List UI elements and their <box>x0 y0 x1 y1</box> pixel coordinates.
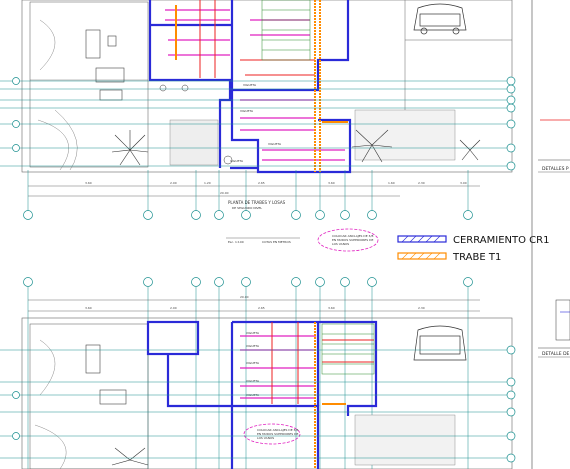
top-sofa <box>85 29 101 59</box>
plan-scale: Esc. 1:100 <box>228 240 244 244</box>
bottom-trabe-t1 <box>314 322 346 469</box>
bottom-floor-plan: VIGUETA VIGUETA VIGUETA VIGUETA VIGUETA … <box>21 317 513 469</box>
details-label-bottom: DETALLE DE <box>542 351 570 357</box>
top-left-room <box>29 1 149 168</box>
top-axis-bubbles-bottom <box>23 210 473 220</box>
bottom-cerramiento-walls <box>146 320 378 469</box>
top-garden-2 <box>354 109 456 161</box>
top-trabe-t1 <box>175 0 348 172</box>
car-icon <box>413 3 467 35</box>
svg-text:20.00: 20.00 <box>220 191 229 195</box>
toilet-icon <box>223 155 233 165</box>
top-garden-1 <box>169 119 219 166</box>
bottom-staircase <box>321 323 375 375</box>
legend-swatch-trabe <box>397 252 447 260</box>
palm-tree-icon <box>351 129 393 163</box>
bottom-horizontal-gridlines <box>0 349 512 459</box>
bottom-bed <box>99 389 127 405</box>
room-label: VIGUETA <box>246 331 260 335</box>
svg-text:3.00: 3.00 <box>460 181 467 185</box>
bottom-sofa <box>85 344 101 374</box>
svg-text:2.00: 2.00 <box>170 306 177 310</box>
palm-tree-icon <box>459 139 481 161</box>
top-axis-bubbles-left <box>12 77 20 152</box>
details-panel: DETALLES P DETALLE DE <box>531 0 570 469</box>
room-label: VIGUETA <box>243 83 257 87</box>
svg-text:LOS VANOS: LOS VANOS <box>332 242 349 246</box>
top-dimension-line <box>28 185 480 197</box>
details-label-top: DETALLES P <box>542 166 569 172</box>
detail-drawing <box>555 299 570 341</box>
svg-text:LOS VANOS: LOS VANOS <box>257 436 274 440</box>
svg-text:3.60: 3.60 <box>85 181 92 185</box>
toilet-icon <box>181 84 189 92</box>
top-horizontal-gridlines <box>0 80 512 167</box>
room-label: VIGUETA <box>246 344 260 348</box>
palm-tree-icon <box>111 130 149 166</box>
svg-text:1.20: 1.20 <box>204 181 211 185</box>
top-vertical-gridlines <box>27 170 469 215</box>
legend-swatch-cerramiento <box>397 235 447 243</box>
top-dimension-labels: 3.60 2.00 1.20 2.65 3.60 1.60 2.30 3.00 … <box>85 181 467 195</box>
top-curve-1 <box>39 19 56 71</box>
plan-title: PLANTA DE TRABES Y LOSAS <box>228 200 286 205</box>
legend-label-trabe: TRABE T1 <box>452 252 501 263</box>
bottom-axis-bubbles-right <box>506 345 516 463</box>
top-bed <box>95 67 125 83</box>
svg-text:3.60: 3.60 <box>85 306 92 310</box>
top-axis-bubbles-right <box>506 76 516 171</box>
top-table <box>107 35 117 47</box>
top-plan-title-block: PLANTA DE TRABES Y LOSAS DE SEGUNDO NIVE… <box>226 200 300 244</box>
bottom-red-beams <box>271 322 374 404</box>
svg-text:EN MUROS SUPERIORES DE: EN MUROS SUPERIORES DE <box>257 432 298 436</box>
toilet-icon <box>159 84 167 92</box>
top-curve-3 <box>54 109 78 171</box>
svg-text:3.60: 3.60 <box>328 306 335 310</box>
bottom-axis-bubbles-top <box>23 277 473 287</box>
svg-text:2.65: 2.65 <box>258 181 265 185</box>
top-floor-plan: VIGUETA VIGUETA VIGUETA VIGUETA <box>21 0 513 174</box>
bottom-dimension-labels: 20.00 3.60 2.00 2.65 3.60 2.30 <box>85 295 425 310</box>
car-icon <box>413 325 467 361</box>
room-label: VIGUETA <box>230 159 244 163</box>
revision-cloud-note: COLOCAR ANCLAJES DE 3/8 EN MUROS SUPERIO… <box>317 228 379 252</box>
room-label: VIGUETA <box>240 109 254 113</box>
svg-text:3.60: 3.60 <box>328 181 335 185</box>
svg-text:2.30: 2.30 <box>418 306 425 310</box>
plan-subtitle: DE SEGUNDO NIVEL <box>232 206 262 210</box>
revision-cloud-note: COLOCAR ANCLAJES DE 3/8 EN MUROS SUPERIO… <box>243 423 301 445</box>
bottom-garden <box>354 414 456 466</box>
svg-text:2.30: 2.30 <box>418 181 425 185</box>
bottom-dimension-line <box>28 299 480 312</box>
top-cerramiento-walls <box>148 0 352 174</box>
svg-text:2.00: 2.00 <box>170 181 177 185</box>
svg-text:EN MUROS SUPERIORES DE: EN MUROS SUPERIORES DE <box>332 238 373 242</box>
top-curve-2 <box>37 119 69 171</box>
svg-text:2.65: 2.65 <box>258 306 265 310</box>
svg-text:COLOCAR ANCLAJES DE 3/8: COLOCAR ANCLAJES DE 3/8 <box>332 234 373 238</box>
svg-text:COLOCAR ANCLAJES DE 3/8: COLOCAR ANCLAJES DE 3/8 <box>257 428 298 432</box>
legend: CERRAMIENTO CR1 TRABE T1 <box>397 235 549 263</box>
room-label: VIGUETA <box>268 142 282 146</box>
svg-text:1.60: 1.60 <box>388 181 395 185</box>
bottom-axis-bubbles-left <box>12 391 20 440</box>
plan-units: COTAS EN METROS <box>262 240 291 244</box>
room-label: VIGUETA <box>246 379 260 383</box>
room-label: VIGUETA <box>246 361 260 365</box>
top-staircase <box>261 0 311 61</box>
legend-label-cerramiento: CERRAMIENTO CR1 <box>453 235 549 246</box>
svg-text:20.00: 20.00 <box>240 295 249 299</box>
